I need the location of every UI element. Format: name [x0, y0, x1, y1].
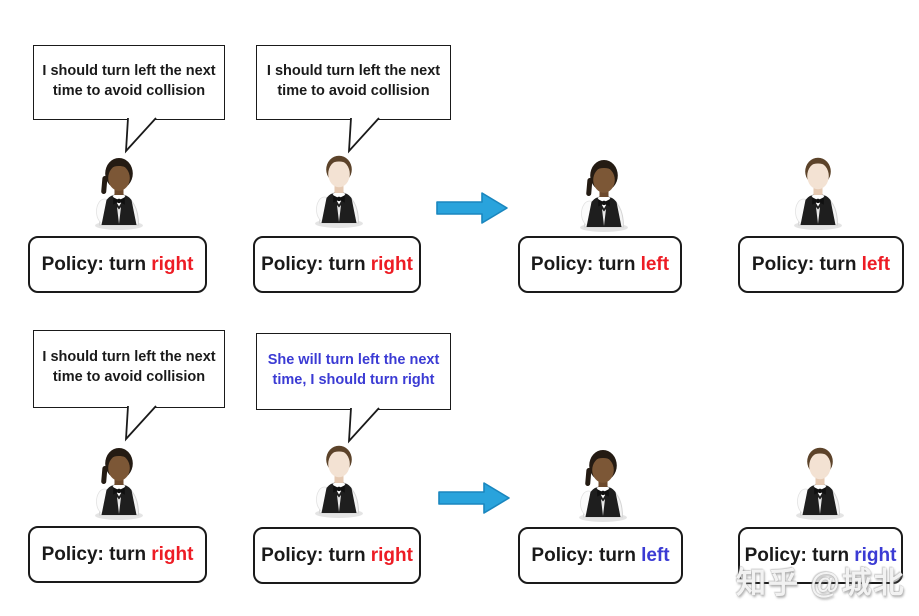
policy-box: Policy: turn left	[518, 527, 683, 584]
policy-prefix: Policy: turn	[751, 253, 857, 275]
speech-bubble-text: I should turn left the next time to avoi…	[38, 348, 219, 389]
policy-box: Policy: turn left	[738, 236, 904, 293]
speech-bubble-text: I should turn left the next time to avoi…	[38, 62, 219, 103]
speech-bubble: I should turn left the next time to avoi…	[33, 330, 225, 442]
policy-box: Policy: turn right	[253, 527, 421, 584]
policy-prefix: Policy: turn	[530, 253, 636, 275]
speech-bubble: She will turn left the next time, I shou…	[256, 333, 451, 444]
bubble-tail	[347, 117, 380, 154]
waiter-avatar	[794, 157, 842, 230]
policy-prefix: Policy: turn	[261, 544, 366, 566]
waiter-avatar	[315, 155, 363, 228]
policy-box: Policy: turn right	[738, 527, 903, 584]
policy-word: right	[370, 253, 413, 275]
policy-word: right	[151, 543, 194, 565]
waitress-avatar	[579, 450, 627, 522]
policy-word: left	[861, 253, 891, 275]
speech-bubble-text: She will turn left the next time, I shou…	[264, 351, 444, 392]
bubble-line: She will turn left the next	[267, 351, 440, 368]
bubble-line: I should turn left the next	[266, 62, 441, 79]
bubble-line: time to avoid collision	[52, 82, 206, 99]
waiter-avatar	[315, 445, 363, 518]
bubble-tail	[124, 405, 157, 442]
policy-box: Policy: turn right	[28, 236, 207, 293]
bubble-tail	[347, 407, 380, 444]
bubble-line: time, I should turn right	[272, 371, 435, 388]
policy-prefix: Policy: turn	[41, 543, 147, 565]
policy-box: Policy: turn right	[253, 236, 421, 293]
waitress-avatar	[580, 160, 628, 232]
policy-prefix: Policy: turn	[41, 253, 147, 275]
transition-arrow-icon	[438, 482, 510, 514]
waitress-avatar	[95, 158, 143, 230]
transition-arrow-icon	[436, 192, 508, 224]
speech-bubble: I should turn left the next time to avoi…	[256, 45, 451, 154]
bubble-tail	[124, 117, 157, 154]
zhihu-watermark: 知乎 @城北	[736, 567, 906, 600]
policy-word: right	[854, 544, 897, 566]
waiter-avatar	[796, 447, 844, 520]
policy-prefix: Policy: turn	[531, 544, 636, 566]
policy-word: left	[641, 544, 670, 566]
policy-word: left	[640, 253, 670, 275]
speech-bubble: I should turn left the next time to avoi…	[33, 45, 225, 154]
policy-prefix: Policy: turn	[744, 544, 850, 566]
policy-prefix: Policy: turn	[261, 253, 366, 275]
waitress-avatar	[95, 448, 143, 520]
policy-word: right	[370, 544, 413, 566]
bubble-line: I should turn left the next	[42, 62, 216, 79]
bubble-line: I should turn left the next	[42, 349, 216, 366]
bubble-line: time to avoid collision	[52, 369, 206, 385]
bubble-line: time to avoid collision	[277, 82, 430, 99]
policy-box: Policy: turn right	[28, 526, 207, 583]
speech-bubble-text: I should turn left the next time to avoi…	[263, 62, 444, 103]
policy-box: Policy: turn left	[518, 236, 682, 293]
policy-word: right	[151, 253, 194, 275]
